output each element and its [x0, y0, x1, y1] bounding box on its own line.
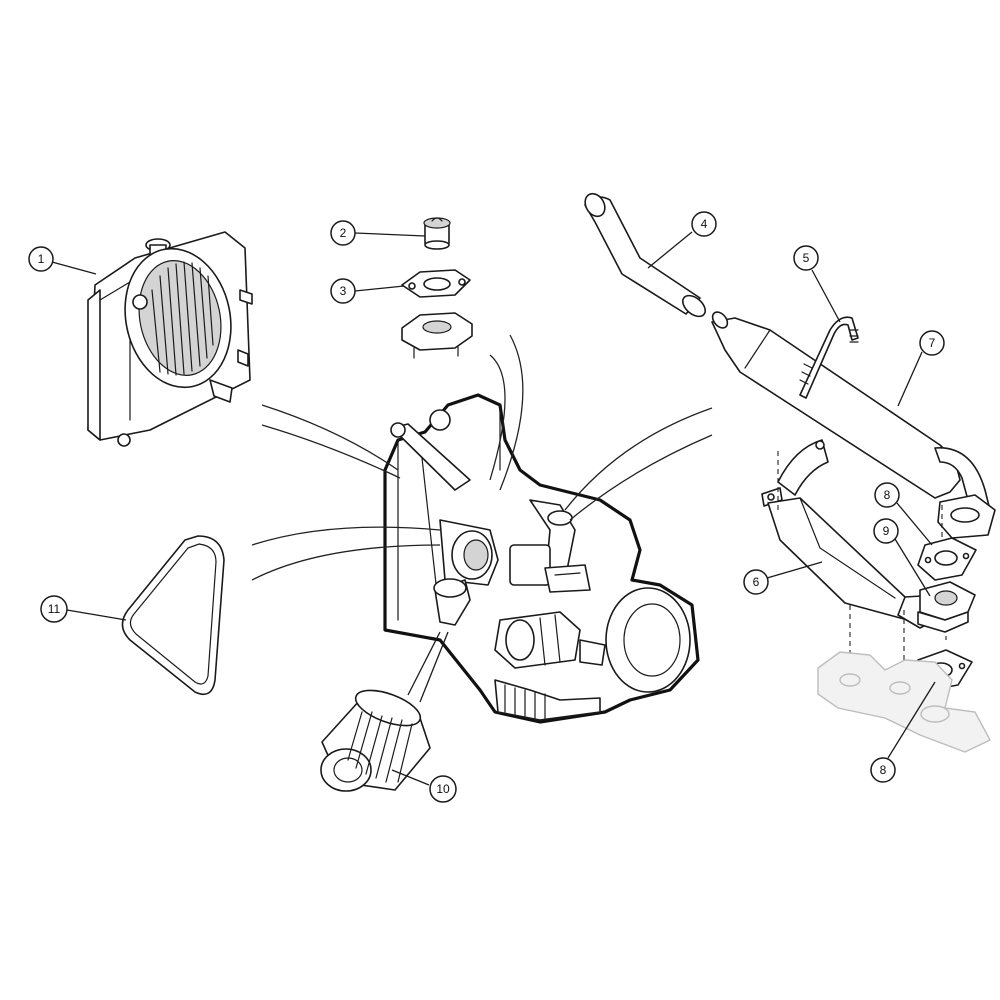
callout-number: 11: [48, 602, 61, 616]
callout-7: 7: [919, 330, 945, 356]
u-bolt: [799, 316, 859, 399]
callout-number: 8: [880, 763, 887, 777]
callout-number: 6: [753, 575, 760, 589]
callout-number: 1: [38, 252, 45, 266]
callout-number: 8: [884, 488, 891, 502]
hose-lines: [251, 334, 713, 581]
callout-8-upper: 8: [874, 482, 900, 508]
callout-6: 6: [743, 569, 769, 595]
callout-5: 5: [793, 245, 819, 271]
callout-3: 3: [330, 278, 356, 304]
exhaust-clamp: [761, 439, 829, 507]
oil-filter: [320, 689, 431, 792]
callout-number: 4: [701, 217, 708, 231]
callout-8-lower: 8: [870, 757, 896, 783]
callout-number: 9: [883, 524, 890, 538]
callout-number: 5: [803, 251, 810, 265]
engine-block: [383, 393, 700, 724]
callout-number: 2: [340, 226, 347, 240]
thermostat-gasket: [401, 269, 471, 298]
callout-1: 1: [28, 246, 54, 272]
radiator: [87, 231, 253, 447]
leader-lines: [51, 231, 936, 786]
callout-4: 4: [691, 211, 717, 237]
thermostat-housing: [401, 312, 473, 359]
flange-gasket-upper: [917, 537, 977, 581]
tail-pipe: [584, 192, 707, 318]
callout-number: 10: [436, 782, 450, 796]
callout-number: 3: [340, 284, 347, 298]
v-belt: [121, 535, 225, 696]
thermostat: [423, 217, 451, 250]
callout-number: 7: [929, 336, 936, 350]
callout-9: 9: [873, 518, 899, 544]
callout-11: 11: [40, 595, 68, 623]
callout-2: 2: [330, 220, 356, 246]
callout-10: 10: [429, 775, 457, 803]
muffler: [711, 311, 996, 539]
flange: [917, 581, 976, 633]
exhaust-manifold-ghost: [817, 651, 991, 753]
oil-filter-pointer-line: [407, 631, 449, 703]
